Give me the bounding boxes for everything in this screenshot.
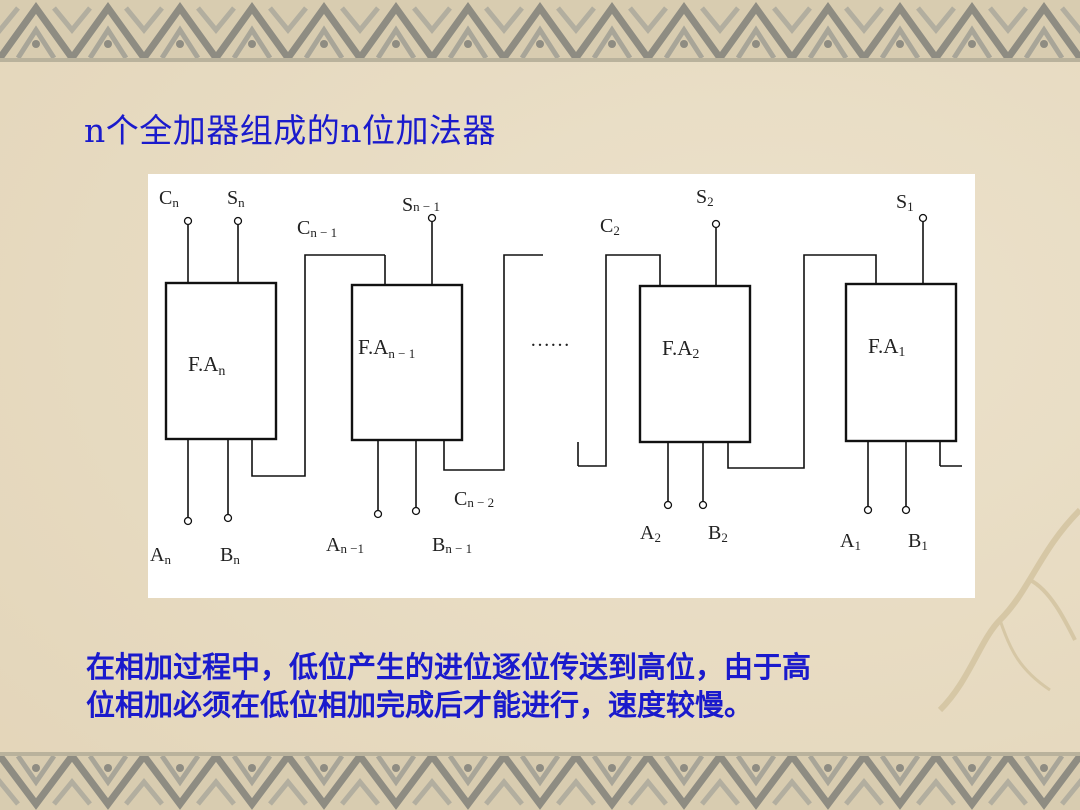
label-an: An xyxy=(150,544,171,567)
label-s1: S1 xyxy=(896,191,914,214)
ellipsis: …… xyxy=(530,329,570,351)
label-cn-2: Cn − 2 xyxy=(454,488,494,510)
label-cn: Cn xyxy=(159,187,179,210)
terminal-an xyxy=(183,516,193,526)
terminal-sn xyxy=(233,216,243,226)
label-a1: A1 xyxy=(840,530,861,553)
terminal-bn-1 xyxy=(411,506,421,516)
block-label-2: F.A2 xyxy=(662,336,699,362)
full-adder-block-n-1 xyxy=(350,283,464,442)
label-b2: B2 xyxy=(708,522,728,545)
label-an-1: An −1 xyxy=(326,534,364,556)
adder-diagram: F.An F.An − 1 F.A2 F.A1 …… Cn Sn Cn − 1 … xyxy=(148,174,975,598)
label-s2: S2 xyxy=(696,186,714,209)
block-label-n-1: F.An − 1 xyxy=(358,335,415,361)
label-bn: Bn xyxy=(220,544,240,567)
terminal-a2 xyxy=(663,500,673,510)
label-c2: C2 xyxy=(600,215,620,238)
terminal-bn xyxy=(223,513,233,523)
full-adder-block-1 xyxy=(844,282,958,443)
label-cn-1: Cn − 1 xyxy=(297,217,337,240)
block-label-1: F.A1 xyxy=(868,334,905,360)
label-b1: B1 xyxy=(908,530,928,553)
explanation-text: 在相加过程中，低位产生的进位逐位传送到高位，由于高 位相加必须在低位相加完成后才… xyxy=(86,648,1006,724)
terminal-b1 xyxy=(901,505,911,515)
label-a2: A2 xyxy=(640,522,661,545)
bottom-decorative-border xyxy=(0,752,1080,810)
terminal-cn xyxy=(183,216,193,226)
explanation-line-1: 在相加过程中，低位产生的进位逐位传送到高位，由于高 xyxy=(86,650,812,684)
label-bn-1: Bn − 1 xyxy=(432,534,472,556)
slide-title: n个全加器组成的n位加法器 xyxy=(84,111,497,150)
terminal-s1 xyxy=(918,213,928,223)
terminal-an-1 xyxy=(373,509,383,519)
terminal-a1 xyxy=(863,505,873,515)
label-sn: Sn xyxy=(227,187,245,210)
full-adder-block-2 xyxy=(638,284,752,444)
full-adder-block-n xyxy=(164,281,278,441)
terminal-s2 xyxy=(711,219,721,229)
block-label-n: F.An xyxy=(188,352,225,379)
terminal-sn-1 xyxy=(427,213,437,223)
label-sn-1: Sn − 1 xyxy=(402,194,440,216)
explanation-line-2: 位相加必须在低位相加完成后才能进行，速度较慢。 xyxy=(86,688,754,722)
adder-circuit-svg: F.An F.An − 1 F.A2 F.A1 …… Cn Sn Cn − 1 … xyxy=(150,186,962,567)
terminal-b2 xyxy=(698,500,708,510)
background-branch-decoration xyxy=(937,507,1080,713)
top-decorative-border xyxy=(0,0,1080,62)
